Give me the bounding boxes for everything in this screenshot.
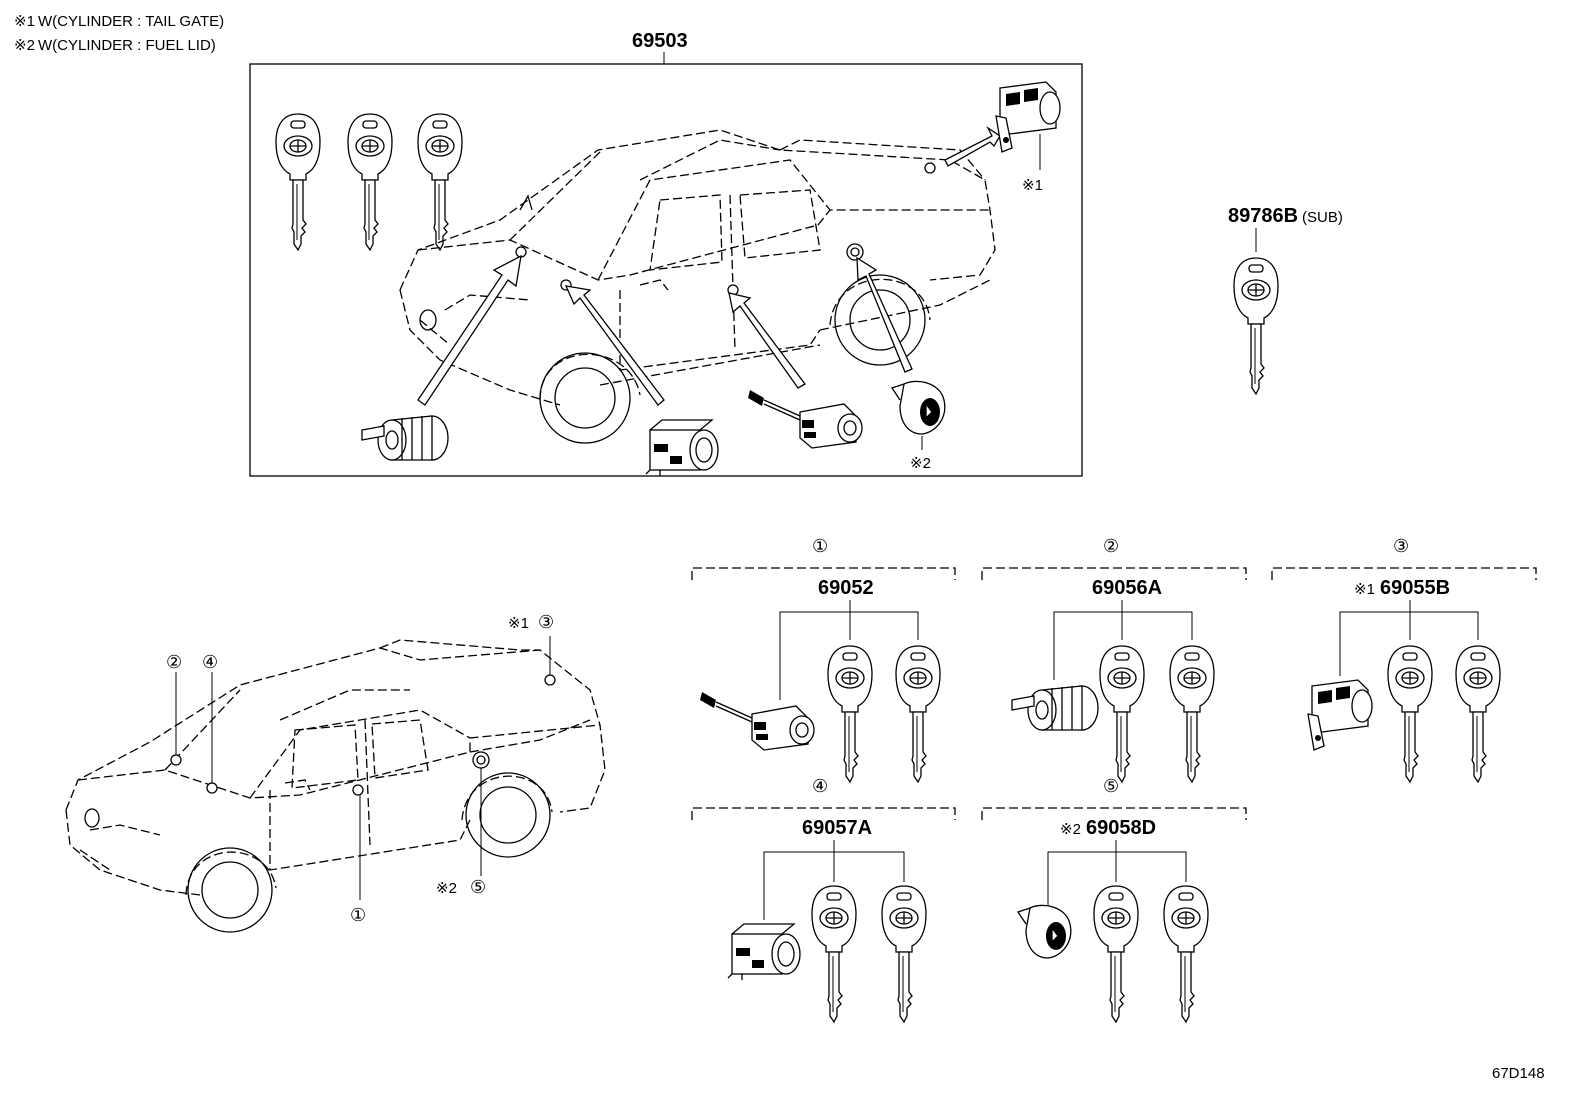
location-truck-illustration xyxy=(65,636,606,933)
key-icon xyxy=(1387,645,1433,783)
legend-notes: ※1 W(CYLINDER : TAIL GATE) ※2 W(CYLINDER… xyxy=(14,13,224,54)
key-icon xyxy=(347,113,393,251)
callout-5-mark: ※2 xyxy=(436,880,457,897)
main-cylinders xyxy=(361,81,1061,477)
callout-1: ① xyxy=(350,905,366,925)
door-lock-cylinder-icon xyxy=(645,419,719,477)
group-5: ⑤ ※2 69058D xyxy=(981,776,1247,1023)
group-3: ③ ※1 69055B xyxy=(1271,536,1537,783)
key-icon xyxy=(1455,645,1501,783)
lock-cylinder-icon xyxy=(1011,685,1099,731)
main-keys xyxy=(275,113,463,251)
group-5-index: ⑤ xyxy=(1103,776,1119,796)
key-icon xyxy=(1093,885,1139,1023)
key-icon xyxy=(1169,645,1215,783)
group-1-part-number: 69052 xyxy=(818,577,874,599)
group-4: ④ 69057A xyxy=(691,776,956,1023)
fuel-lid-note-mark: ※2 xyxy=(910,455,931,472)
group-2-index: ② xyxy=(1103,536,1119,556)
ignition-cylinder-icon xyxy=(699,691,815,751)
key-icon xyxy=(1163,885,1209,1023)
group-3-index: ③ xyxy=(1393,536,1409,556)
group-3-part-number: 69055B xyxy=(1380,577,1450,599)
callout-4: ④ xyxy=(202,652,218,672)
key-icon xyxy=(881,885,927,1023)
note-1-mark: ※1 xyxy=(14,13,35,30)
key-icon xyxy=(417,113,463,251)
main-truck-illustration xyxy=(399,126,1001,444)
note-2-text: W(CYLINDER : FUEL LID) xyxy=(38,37,216,54)
key-icon xyxy=(827,645,873,783)
callout-5: ⑤ xyxy=(470,877,486,897)
sub-key-icon xyxy=(1233,257,1279,395)
key-icon xyxy=(895,645,941,783)
key-icon xyxy=(1099,645,1145,783)
group-4-index: ④ xyxy=(812,776,828,796)
group-4-part-number: 69057A xyxy=(802,817,872,839)
group-1: ① 69052 xyxy=(691,536,956,783)
callout-2: ② xyxy=(166,652,182,672)
fuel-lid-cylinder-icon xyxy=(891,380,946,435)
fuel-lid-cylinder-icon xyxy=(1017,904,1072,959)
key-icon xyxy=(811,885,857,1023)
figure-code: 67D148 xyxy=(1492,1065,1545,1082)
group-5-prefix: ※2 xyxy=(1060,821,1081,838)
note-1-text: W(CYLINDER : TAIL GATE) xyxy=(38,13,224,30)
tail-gate-cylinder-icon xyxy=(1307,679,1373,751)
ignition-cylinder-icon xyxy=(747,389,863,449)
group-1-index: ① xyxy=(812,536,828,556)
group-2: ② 69056A xyxy=(981,536,1247,783)
lock-cylinder-icon xyxy=(361,415,449,461)
group-5-part-number: 69058D xyxy=(1086,817,1156,839)
tail-gate-note-mark: ※1 xyxy=(1022,177,1043,194)
group-3-prefix: ※1 xyxy=(1354,581,1375,598)
callout-3-mark: ※1 xyxy=(508,615,529,632)
tail-gate-cylinder-icon xyxy=(995,81,1061,153)
group-2-part-number: 69056A xyxy=(1092,577,1162,599)
door-lock-cylinder-icon xyxy=(727,923,801,981)
sub-key-part-number: 89786B xyxy=(1228,205,1298,227)
main-assembly-part-number: 69503 xyxy=(632,30,688,52)
note-2-mark: ※2 xyxy=(14,37,35,54)
key-icon xyxy=(275,113,321,251)
callout-3: ③ xyxy=(538,612,554,632)
main-assembly-frame xyxy=(249,63,1083,477)
sub-key-suffix: (SUB) xyxy=(1302,209,1343,226)
